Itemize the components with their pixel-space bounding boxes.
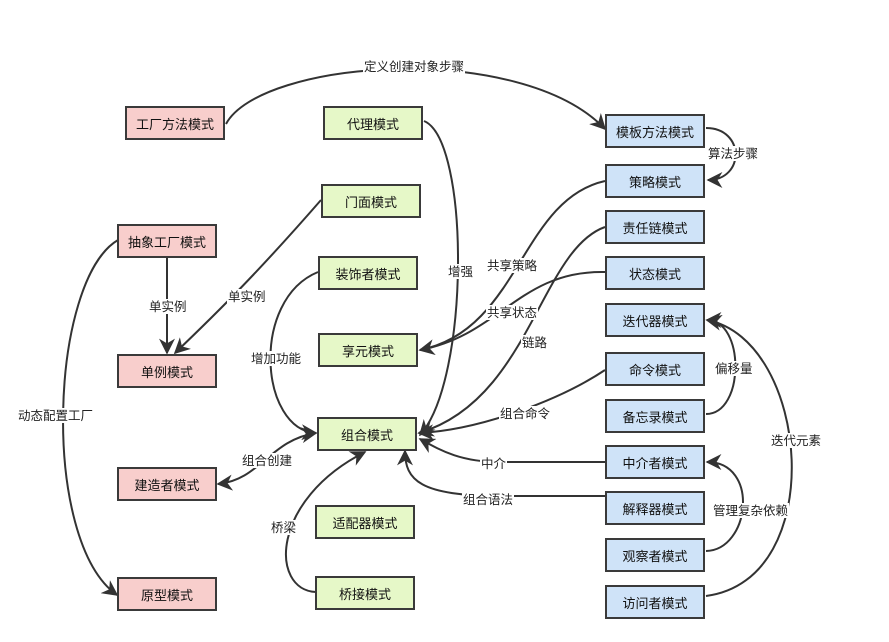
label-combine-command: 组合命令 xyxy=(499,406,552,421)
label-shared-state: 共享状态 xyxy=(486,305,539,320)
edge-command-to-composite xyxy=(417,369,606,441)
label-offset: 偏移量 xyxy=(714,361,754,376)
label-chain: 链路 xyxy=(521,335,549,350)
label-enhance: 增强 xyxy=(447,264,475,279)
node-composite: 组合模式 xyxy=(317,417,417,451)
node-decorator: 装饰者模式 xyxy=(318,256,418,290)
label-shared-strategy: 共享策略 xyxy=(486,258,539,273)
label-iterate-elements: 迭代元素 xyxy=(770,433,823,448)
node-mediator: 中介者模式 xyxy=(605,445,705,479)
label-combine-create: 组合创建 xyxy=(241,453,294,468)
edge-mediator-to-composite xyxy=(418,438,605,463)
node-state: 状态模式 xyxy=(605,256,705,290)
label-bridge: 桥梁 xyxy=(270,520,298,535)
node-builder: 建造者模式 xyxy=(117,467,217,501)
label-define-steps: 定义创建对象步骤 xyxy=(363,59,466,74)
node-adapter: 适配器模式 xyxy=(315,505,415,539)
node-observer: 观察者模式 xyxy=(605,538,705,572)
node-flyweight: 享元模式 xyxy=(318,333,418,367)
edge-bridge-to-composite xyxy=(285,451,367,593)
node-visitor: 访问者模式 xyxy=(605,585,705,619)
node-memento: 备忘录模式 xyxy=(605,399,705,433)
label-mediator: 中介 xyxy=(480,456,508,471)
node-interpreter: 解释器模式 xyxy=(605,491,705,525)
node-strategy: 策略模式 xyxy=(605,164,705,198)
label-combine-grammar: 组合语法 xyxy=(462,492,515,507)
node-chain: 责任链模式 xyxy=(605,210,705,244)
edge-state-to-flyweight xyxy=(419,270,606,351)
edge-chain-to-composite xyxy=(417,226,606,437)
edge-visitor-to-iterator xyxy=(705,314,793,597)
label-singleton-1: 单实例 xyxy=(148,299,188,314)
edge-facade-to-singleton xyxy=(173,199,322,355)
label-dynamic-factory: 动态配置工厂 xyxy=(17,408,95,423)
label-manage-deps: 管理复杂依赖 xyxy=(712,503,790,518)
node-singleton: 单例模式 xyxy=(117,354,217,388)
node-abstract-factory: 抽象工厂模式 xyxy=(117,224,217,258)
node-bridge: 桥接模式 xyxy=(315,576,415,610)
node-factory-method: 工厂方法模式 xyxy=(125,106,225,140)
node-prototype: 原型模式 xyxy=(117,577,217,611)
node-template-method: 模板方法模式 xyxy=(605,114,705,148)
node-facade: 门面模式 xyxy=(321,184,421,218)
node-command: 命令模式 xyxy=(605,352,705,386)
label-singleton-2: 单实例 xyxy=(227,289,267,304)
node-proxy: 代理模式 xyxy=(323,106,423,140)
label-algorithm-steps: 算法步骤 xyxy=(707,146,760,161)
label-add-function: 增加功能 xyxy=(250,351,303,366)
node-iterator: 迭代器模式 xyxy=(605,303,705,337)
